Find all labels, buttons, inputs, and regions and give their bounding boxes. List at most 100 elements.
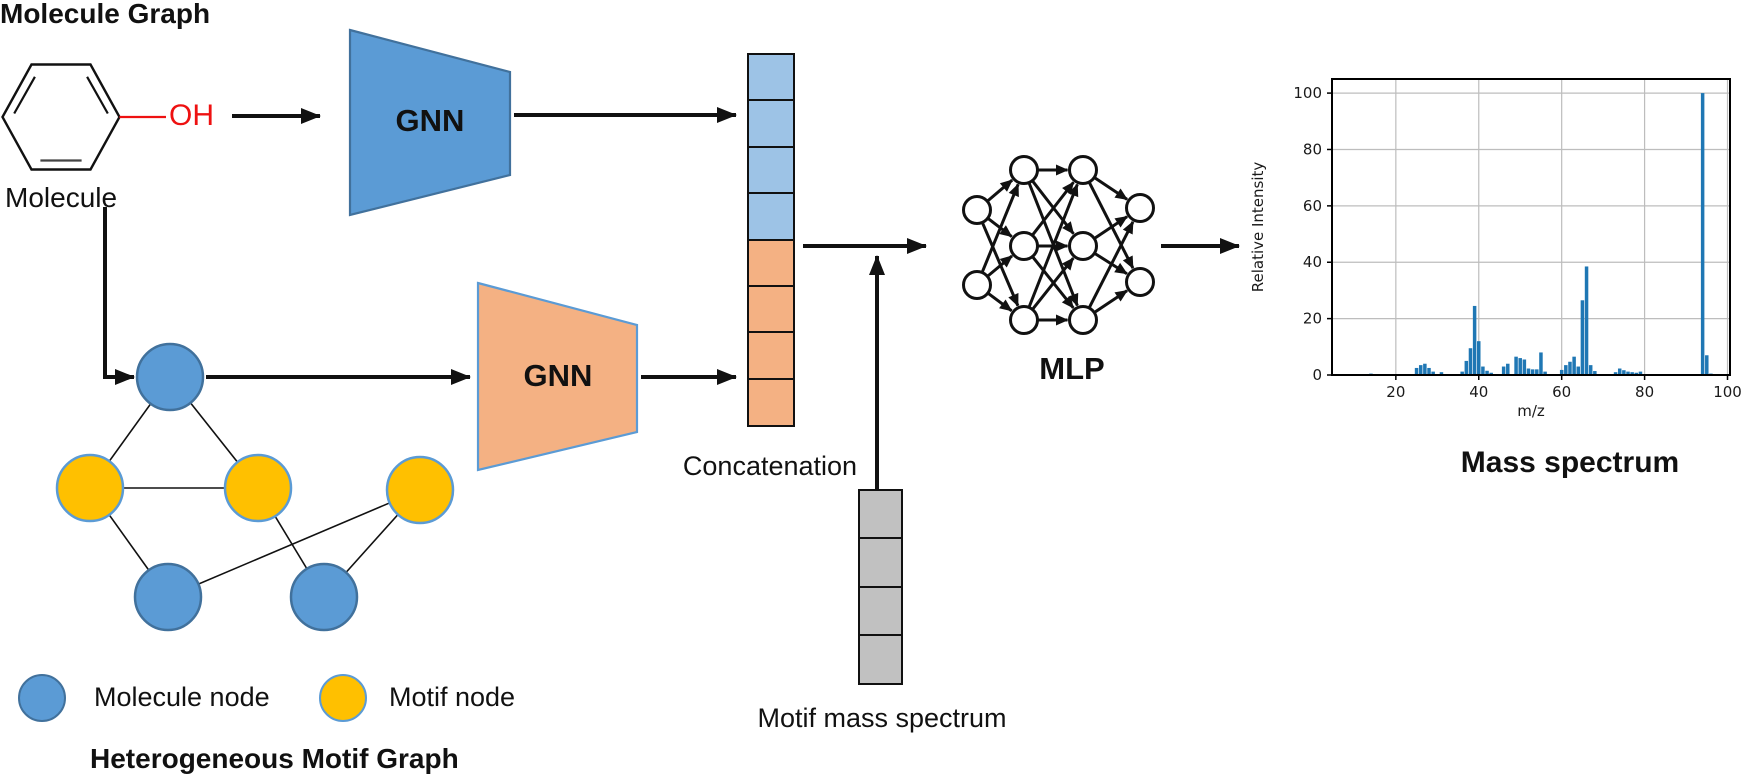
spectrum-bar bbox=[1501, 366, 1506, 375]
hydroxyl-label: OH bbox=[169, 99, 214, 132]
motif-embedding-cell bbox=[747, 377, 795, 427]
spectrum-bar bbox=[1427, 367, 1431, 375]
mlp-neuron bbox=[1068, 231, 1098, 261]
molecule-embedding-cell bbox=[747, 145, 795, 195]
mlp-neuron bbox=[1125, 193, 1155, 223]
gnn-motif-label: GNN bbox=[523, 358, 593, 393]
y-tick-label: 60 bbox=[1303, 197, 1322, 215]
molecule-embedding-cell bbox=[747, 99, 795, 149]
motif-embedding-cell bbox=[747, 238, 795, 288]
motif-mass-spectrum-vector bbox=[858, 489, 903, 686]
spectrum-bar bbox=[1423, 363, 1427, 375]
spectrum-bar bbox=[1617, 368, 1622, 375]
double-bond-right bbox=[86, 76, 109, 115]
spectrum-bar bbox=[1439, 372, 1444, 375]
y-tick-label: 80 bbox=[1303, 140, 1322, 158]
spectrum-bar bbox=[1481, 366, 1485, 375]
mlp-edge bbox=[1027, 183, 1079, 308]
spectrum-bar bbox=[1580, 300, 1585, 375]
y-axis-label: Relative Intensity bbox=[1249, 162, 1267, 293]
spectrum-bar bbox=[1506, 363, 1510, 375]
mlp-edge bbox=[1088, 220, 1135, 308]
motif-node bbox=[385, 455, 455, 525]
mlp-neuron bbox=[1125, 267, 1155, 297]
mlp-edge bbox=[1031, 257, 1075, 310]
molecule-node bbox=[289, 562, 359, 632]
legend-motif-node-label: Motif node bbox=[389, 682, 516, 712]
molecule-label: Molecule bbox=[5, 182, 118, 213]
mlp-edge bbox=[987, 292, 1013, 312]
spectrum-bar bbox=[1489, 372, 1493, 375]
spectrum-bar bbox=[1564, 365, 1568, 375]
spectrum-bar bbox=[1559, 369, 1564, 375]
spectrum-bar bbox=[1593, 371, 1597, 375]
spectrum-bar bbox=[1622, 370, 1626, 375]
heterogeneous-motif-graph bbox=[55, 342, 455, 632]
x-tick-label: 60 bbox=[1552, 383, 1571, 401]
x-tick-label: 80 bbox=[1635, 383, 1654, 401]
y-tick-label: 40 bbox=[1303, 253, 1322, 271]
motif-mass-cell bbox=[858, 585, 903, 637]
gnn-motif-trapezoid bbox=[476, 281, 639, 472]
spectrum-bar bbox=[1630, 372, 1634, 375]
motif-mass-cell bbox=[858, 634, 903, 686]
spectrum-bar bbox=[1705, 355, 1709, 375]
arrow-molecule-to-motifgraph bbox=[103, 207, 135, 385]
spectrum-bar bbox=[1634, 372, 1639, 375]
y-tick-label: 100 bbox=[1293, 84, 1322, 102]
motif-node bbox=[55, 453, 125, 523]
motif-graph-title: Heterogeneous Motif Graph bbox=[90, 743, 459, 774]
mlp-edge bbox=[1094, 289, 1128, 314]
mlp-neuron bbox=[1009, 305, 1039, 335]
benzene-ring bbox=[1, 63, 121, 171]
motif-mass-cell bbox=[858, 537, 903, 589]
legend-molecule-node-label: Molecule node bbox=[94, 682, 270, 712]
mlp-neuron bbox=[1068, 155, 1098, 185]
spectrum-bar bbox=[1477, 341, 1481, 375]
concatenation-label: Concatenation bbox=[682, 451, 858, 481]
spectrum-bar bbox=[1526, 368, 1531, 375]
spectrum-bar bbox=[1522, 359, 1527, 375]
molecule-node bbox=[133, 562, 203, 632]
mlp-neuron bbox=[962, 195, 992, 225]
x-axis-label: m/z bbox=[1517, 402, 1545, 420]
spectrum-bar bbox=[1514, 356, 1518, 375]
spectrum-bar bbox=[1700, 93, 1705, 375]
spectrum-bar bbox=[1418, 365, 1423, 375]
spectrum-bar bbox=[1535, 369, 1539, 375]
spectrum-bar bbox=[1626, 371, 1630, 375]
spectrum-bar bbox=[1568, 361, 1572, 375]
spectrum-bar bbox=[1638, 371, 1643, 375]
spectrum-bar bbox=[1460, 371, 1464, 375]
mlp-edge bbox=[1031, 181, 1075, 236]
spectrum-bar bbox=[1518, 358, 1522, 375]
double-bond-left bbox=[13, 76, 36, 115]
gnn-molecule-label: GNN bbox=[395, 103, 465, 138]
mlp-edge bbox=[981, 183, 1020, 273]
spectrum-bar bbox=[1539, 352, 1543, 375]
spectrum-bar bbox=[1472, 305, 1477, 375]
y-tick-label: 0 bbox=[1312, 366, 1322, 384]
x-tick-label: 20 bbox=[1386, 383, 1405, 401]
phenol-structure bbox=[1, 63, 166, 171]
mlp-edge bbox=[987, 178, 1014, 202]
mlp-neuron bbox=[1068, 305, 1098, 335]
mlp-edge bbox=[987, 254, 1014, 277]
spectrum-bar bbox=[1572, 356, 1576, 375]
motif-graph-edge bbox=[167, 489, 421, 598]
mlp-neuron bbox=[1009, 231, 1039, 261]
mlp-label: MLP bbox=[1039, 351, 1105, 386]
mlp-edge bbox=[1094, 215, 1128, 240]
motif-mass-cell bbox=[858, 489, 903, 540]
spectrum-bar bbox=[1613, 372, 1618, 375]
mlp-neuron bbox=[1009, 155, 1039, 185]
mlp-neuron bbox=[962, 270, 992, 300]
spectrum-bar bbox=[1468, 348, 1473, 375]
motif-node bbox=[223, 453, 293, 523]
spectrum-bar bbox=[1588, 365, 1593, 375]
spectrum-bar bbox=[1485, 370, 1489, 375]
concatenation-vector bbox=[747, 53, 795, 427]
